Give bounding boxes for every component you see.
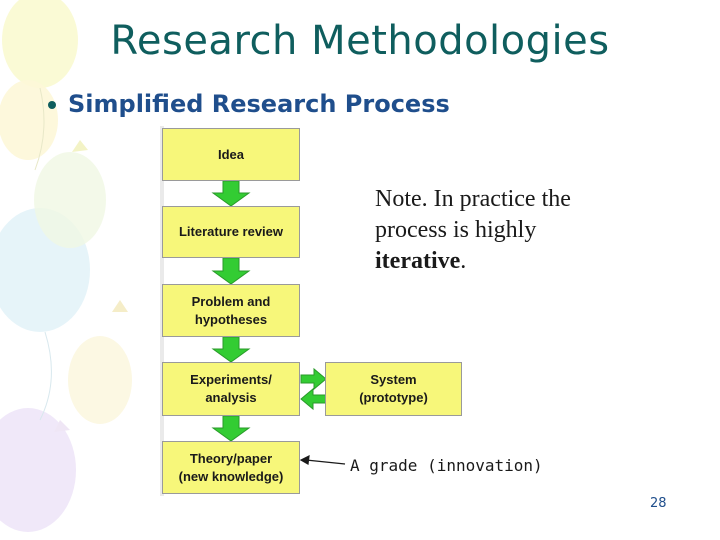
- bullet-dot-icon: [48, 101, 56, 109]
- note-line-2: process is highly: [375, 217, 537, 243]
- grade-annotation: A grade (innovation): [350, 456, 543, 475]
- note-end-punct: .: [460, 248, 467, 274]
- flow-box-theory-paper: Theory/paper (new knowledge): [162, 441, 300, 494]
- flow-box-idea: Idea: [162, 128, 300, 181]
- flow-box-literature-review: Literature review: [162, 206, 300, 258]
- note-line-3: iterative.: [375, 246, 615, 277]
- note-bold-word: iterative: [375, 248, 461, 274]
- bullet-text: Simplified Research Process: [68, 90, 450, 118]
- slide-title: Research Methodologies: [110, 18, 610, 64]
- flow-box-experiments-analysis: Experiments/ analysis: [162, 362, 300, 416]
- flow-box-problem-hypotheses: Problem and hypotheses: [162, 284, 300, 337]
- flow-box-system-prototype: System (prototype): [325, 362, 462, 416]
- balloon-purple-icon: [0, 408, 76, 532]
- iterative-note: Note. In practice the process is highly …: [375, 184, 615, 277]
- bullet-item: Simplified Research Process: [48, 88, 450, 120]
- balloon-yellow-icon: [2, 0, 78, 88]
- note-line-1: Note. In practice the: [375, 186, 571, 212]
- page-number: 28: [650, 496, 667, 511]
